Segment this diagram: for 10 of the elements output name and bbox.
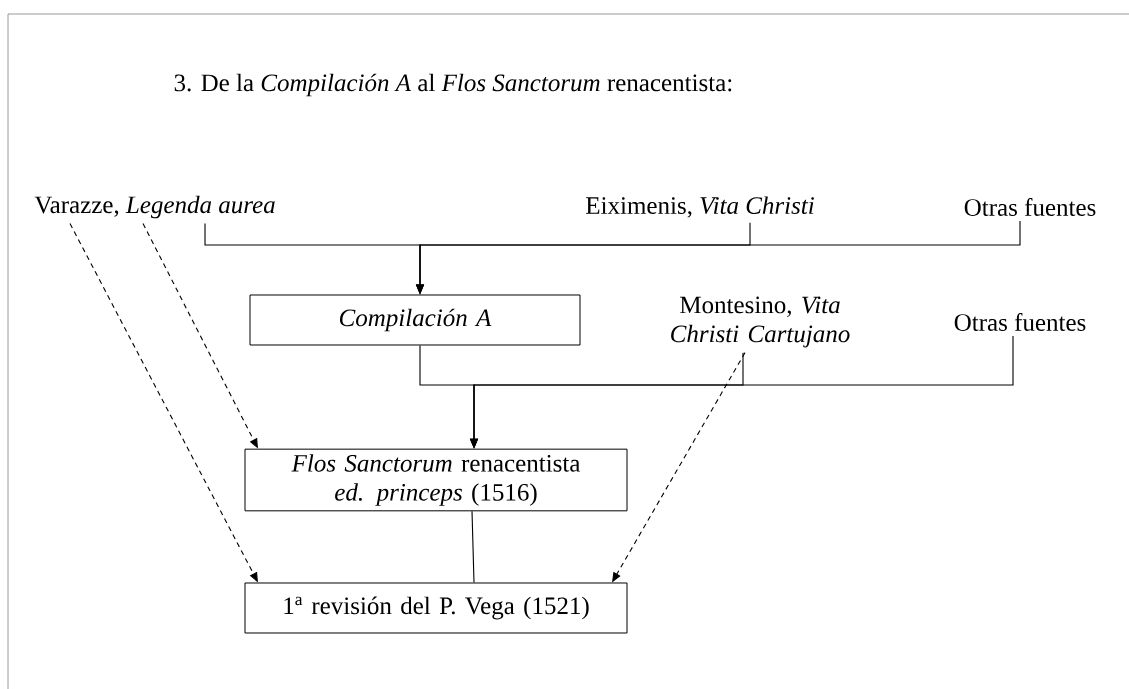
work-box: 1$^{a}$ revisión del P. Vega (1521) [244, 582, 628, 634]
connector [471, 510, 475, 584]
work-box: Compilación A [249, 294, 581, 346]
source-label: Montesino, Vita Christi Cartujano [671, 296, 850, 348]
source-label: Otras fuentes [954, 313, 1086, 331]
title: 3. De la Compilación A al Flos Sanctorum renacentista: [174, 73, 732, 97]
work-box: Flos Sanctorum renacentista ed. princeps (1516) [244, 448, 628, 512]
source-label: Varazze, Legenda aurea [34, 195, 275, 219]
source-label: Eiximenis, Vita Christi [586, 196, 814, 218]
source-label: Otras fuentes [964, 198, 1096, 216]
